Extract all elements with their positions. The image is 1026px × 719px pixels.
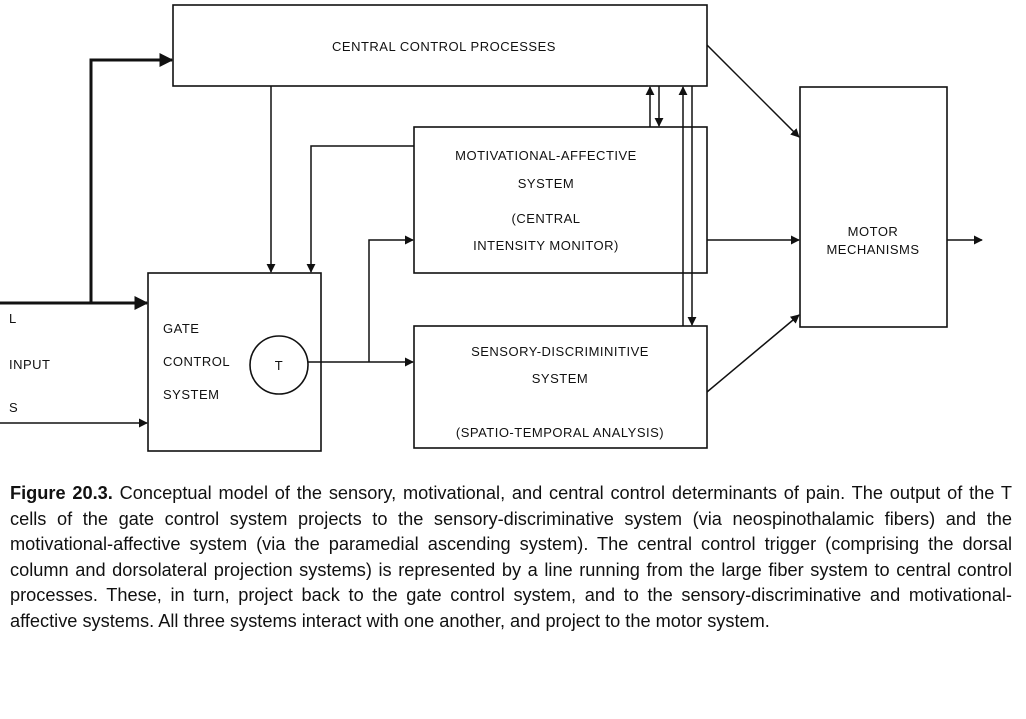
- sensory-label-3: (SPATIO-TEMPORAL ANALYSIS): [456, 425, 664, 440]
- motivational-label-3: (CENTRAL: [511, 211, 580, 226]
- motor-label-1: MOTOR: [848, 224, 899, 239]
- sensory-discriminative-box: [413, 325, 708, 449]
- figure-caption: Figure 20.3. Conceptual model of the sen…: [10, 481, 1012, 635]
- t-cell-label: T: [275, 358, 283, 373]
- sensory-to-motor-arrow: [706, 314, 800, 393]
- t-cell-circle: [249, 335, 309, 395]
- motor-label-2: MECHANISMS: [826, 242, 919, 257]
- motivational-label-1: MOTIVATIONAL-AFFECTIVE: [455, 148, 637, 163]
- pain-model-diagram: CENTRAL CONTROL PROCESSES MOTIVATIONAL-A…: [0, 4, 983, 452]
- sensory-label-1: SENSORY-DISCRIMINITIVE: [471, 344, 649, 359]
- central-control-label: CENTRAL CONTROL PROCESSES: [332, 39, 556, 54]
- gate-label-2: CONTROL: [163, 354, 230, 369]
- caption-text: Conceptual model of the sensory, motivat…: [10, 483, 1012, 631]
- input-l-label: L: [9, 311, 17, 326]
- input-s-label: S: [9, 400, 18, 415]
- central-control-trigger-arrow: [89, 53, 174, 303]
- input-label: INPUT: [9, 357, 51, 372]
- motivational-to-gate-arrow: [306, 145, 414, 273]
- t-output-to-motivational-arrow: [368, 235, 414, 362]
- gate-label-1: GATE: [163, 321, 199, 336]
- motor-mechanisms-box: [799, 86, 948, 328]
- motivational-affective-box: [413, 126, 708, 274]
- figure-label: Figure 20.3.: [10, 483, 113, 503]
- central-control-box: [172, 4, 708, 87]
- sensory-label-2: SYSTEM: [532, 371, 588, 386]
- motivational-label-4: INTENSITY MONITOR): [473, 238, 619, 253]
- central-to-motor-arrow: [706, 44, 800, 138]
- gate-label-3: SYSTEM: [163, 387, 219, 402]
- motivational-label-2: SYSTEM: [518, 176, 574, 191]
